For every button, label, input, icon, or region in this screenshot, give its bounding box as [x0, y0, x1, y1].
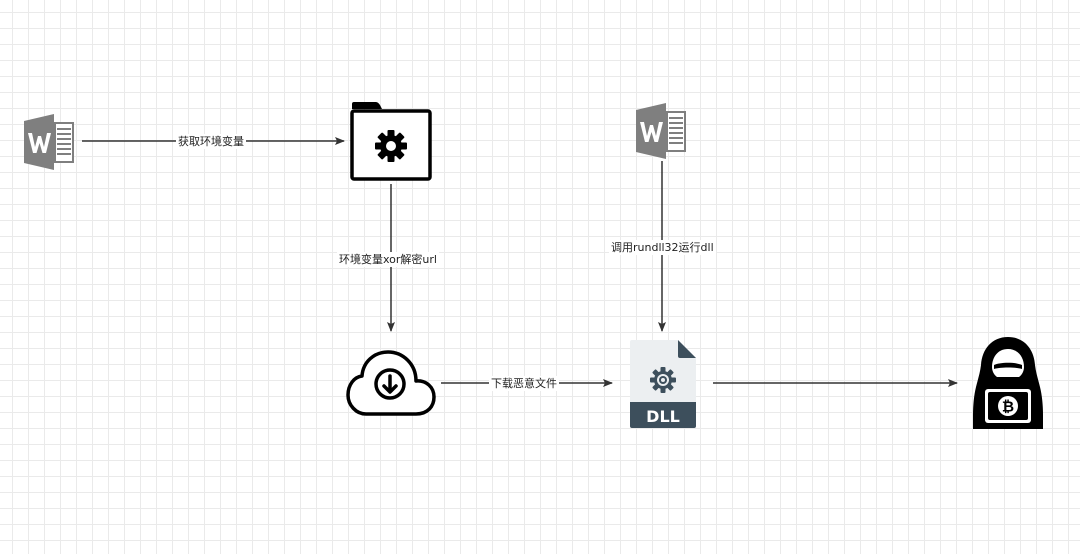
cloud-download-icon — [346, 348, 436, 418]
word-document-icon-2 — [636, 103, 688, 159]
hacker-bitcoin-icon: ₿ — [970, 335, 1046, 431]
edge-label-rundll: 调用rundll32运行dll — [609, 240, 716, 255]
folder-gear-icon — [349, 100, 433, 184]
edge-label-decrypt-url: 环境变量xor解密url — [337, 252, 439, 267]
dll-file-icon: DLL — [628, 338, 698, 430]
word-document-icon — [24, 114, 76, 170]
svg-text:₿: ₿ — [1002, 398, 1014, 416]
dll-badge-text: DLL — [646, 407, 680, 426]
edge-label-download: 下载恶意文件 — [489, 376, 559, 391]
edge-label-get-env: 获取环境变量 — [176, 134, 246, 149]
